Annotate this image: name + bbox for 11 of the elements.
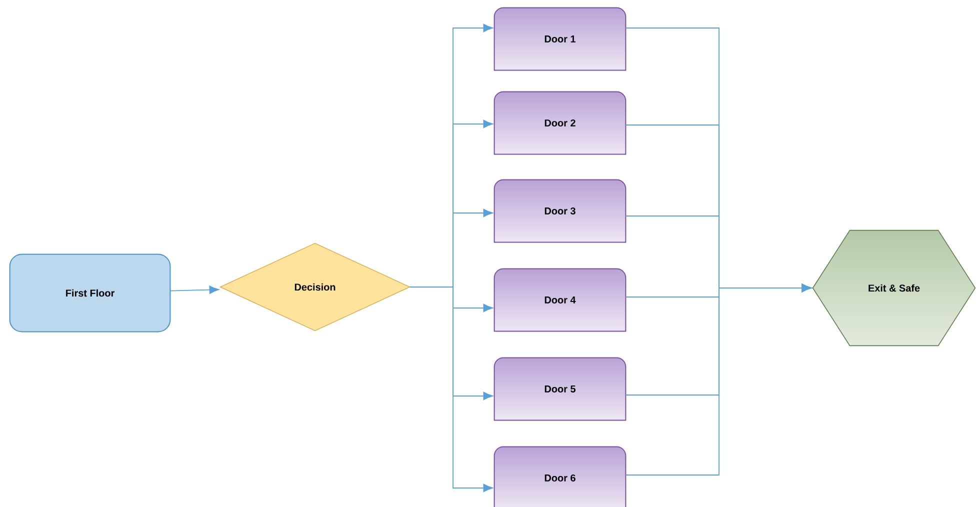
door-box: Door 6 [494, 446, 626, 507]
arrow [409, 286, 494, 492]
arrow [170, 286, 220, 294]
door-box: Door 5 [494, 357, 626, 421]
start-box: First Floor [9, 254, 171, 332]
exit-hexagon: Exit & Safe [812, 230, 976, 346]
door-box: Door 1 [494, 7, 626, 71]
door-box: Door 3 [494, 179, 626, 243]
door-box: Door 4 [494, 268, 626, 332]
arrow [625, 284, 812, 476]
door-box: Door 2 [494, 91, 626, 155]
